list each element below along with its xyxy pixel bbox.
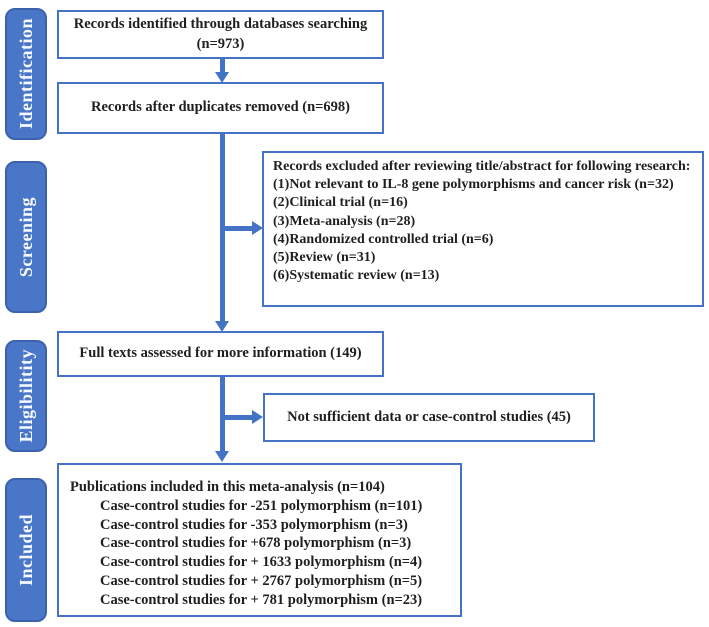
box-duplicates-removed: Records after duplicates removed (n=698) (57, 82, 384, 134)
included-title: Publications included in this meta-analy… (70, 479, 385, 495)
arrow-shaft (222, 415, 252, 420)
arrow-down-icon (215, 321, 229, 332)
included-item-6: Case-control studies for + 781 polymorph… (100, 591, 423, 608)
included-item-2: Case-control studies for -353 polymorphi… (100, 516, 408, 533)
excluded-intro: Records excluded after reviewing title/a… (273, 159, 691, 174)
stage-screening-label: Screening (15, 196, 36, 278)
arrow-shaft (220, 377, 225, 451)
fulltext-assessed-text: Full texts assessed for more information… (79, 345, 362, 362)
box-records-identified: Records identified through databases sea… (57, 10, 384, 59)
records-identified-count: (n=973) (196, 35, 245, 52)
included-item-3: Case-control studies for +678 polymorphi… (100, 535, 412, 552)
box-fulltext-assessed: Full texts assessed for more information… (57, 331, 384, 377)
box-records-excluded: Records excluded after reviewing title/a… (262, 151, 704, 307)
stage-eligibility-label: Eligibilitity (15, 349, 36, 443)
arrow-shaft (220, 59, 225, 73)
excluded-item-1: (1)Not relevant to IL-8 gene polymorphis… (273, 177, 674, 193)
excluded-item-4: (4)Randomized controlled trial (n=6) (273, 231, 494, 247)
excluded-item-6: (6)Systematic review (n=13) (273, 268, 440, 284)
arrow-shaft (222, 226, 252, 231)
arrow-down-icon (215, 72, 229, 83)
stage-screening: Screening (5, 161, 47, 313)
included-item-4: Case-control studies for + 1633 polymorp… (100, 554, 423, 571)
excluded-item-5: (5)Review (n=31) (273, 250, 376, 266)
stage-identification: Identification (5, 8, 47, 140)
duplicates-removed-text: Records after duplicates removed (n=698) (90, 99, 351, 116)
arrow-right-icon (252, 410, 263, 424)
box-not-sufficient: Not sufficient data or case-control stud… (263, 393, 595, 442)
included-item-5: Case-control studies for + 2767 polymorp… (100, 572, 423, 589)
box-publications-included: Publications included in this meta-analy… (57, 463, 462, 617)
stage-identification-label: Identification (15, 18, 36, 130)
excluded-item-2: (2)Clinical trial (n=16) (273, 195, 408, 211)
arrow-right-icon (252, 221, 263, 235)
stage-included-label: Included (15, 513, 36, 587)
stage-eligibility: Eligibilitity (5, 340, 47, 452)
excluded-item-3: (3)Meta-analysis (n=28) (273, 213, 416, 229)
records-identified-line1: Records identified through databases sea… (73, 15, 368, 32)
stage-included: Included (5, 478, 47, 622)
arrow-down-icon (215, 451, 229, 462)
included-item-1: Case-control studies for -251 polymorphi… (100, 497, 423, 514)
not-sufficient-text: Not sufficient data or case-control stud… (287, 408, 571, 425)
